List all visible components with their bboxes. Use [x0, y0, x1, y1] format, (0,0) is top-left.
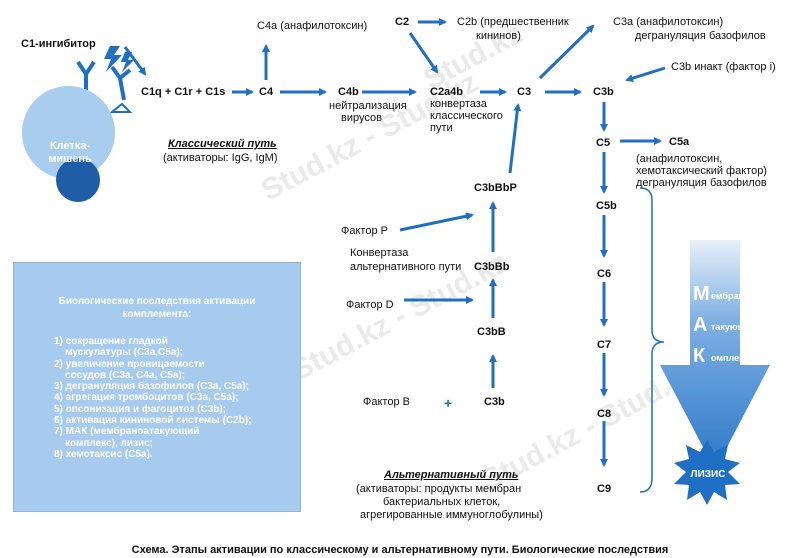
c6-label: C6 [597, 268, 612, 280]
c3a-label: C3a (анафилотоксин) [613, 16, 724, 28]
list-item: 2) увеличение проницаемости [54, 358, 205, 370]
mak-letter-a: А [693, 314, 708, 336]
c2b-label: C2b (предшественник [457, 16, 569, 28]
c5-label: C5 [596, 137, 611, 149]
alternative-path-title: Альтернативный путь [384, 469, 519, 481]
c2b-label-2: кининов) [476, 30, 521, 42]
consequences-list: 1) сокращение гладкой мускулатуры (C3a,C… [54, 336, 294, 460]
alternative-act-3: агрегированные иммуноглобулины) [360, 509, 543, 521]
cell-nucleus [56, 158, 100, 202]
mak-arrow [660, 240, 770, 470]
mak-letter-m: М [693, 283, 710, 305]
c3bb-label: C3bB [477, 326, 506, 338]
c3bbbp-label: C3bBbP [474, 182, 517, 194]
factor-d-label: Фактор D [346, 299, 394, 311]
c3a-note: дегрануляция базофилов [635, 30, 766, 42]
c1-inhibitor-label: C1-ингибитор [21, 38, 96, 50]
lysis-label: ЛИЗИС [690, 469, 726, 480]
c5a-label: C5a [669, 136, 690, 148]
c4-label: C4 [259, 86, 274, 98]
list-item: сосудов (C3a, C4a, C5a); [54, 369, 186, 381]
c8-label: C8 [597, 408, 612, 420]
list-item: мускулатуры (C3a,C5a); [54, 347, 184, 359]
lightning-icon [104, 46, 134, 72]
classical-activators: (активаторы: IgG, IgM) [163, 152, 278, 164]
c7-label: C7 [597, 339, 612, 351]
convertase-alt-1: Конвертаза [350, 247, 409, 259]
alternative-act-1: (активаторы: продукты мембран [356, 483, 522, 495]
c4a-label: C4a (анафилотоксин) [257, 20, 368, 32]
mak-brace [639, 187, 665, 493]
list-item: 3) дегрануляция базофилов (C3a, C5a); [54, 381, 250, 393]
c3b-label: C3b [593, 86, 614, 98]
factor-b-label: Фактор B [363, 396, 410, 408]
c2a4b-note-2: классического [430, 110, 503, 122]
arrow-c3bbbp-c3 [508, 103, 522, 174]
c5a-note-3: дегрануляция базофилов [636, 177, 767, 189]
mak-word-a: такующий [711, 322, 757, 332]
mak-word-m: ембрано [711, 291, 750, 301]
list-item: 5) опсонизация и фагоцитоз (C3b); [54, 403, 227, 415]
convertase-alt-2: альтернативного пути [350, 261, 462, 273]
c4b-note-2: вирусов [341, 112, 382, 124]
c5b-label: C5b [596, 200, 617, 212]
c3b-alt-label: C3b [484, 396, 505, 408]
lysis-burst [674, 440, 740, 505]
c3-label: C3 [517, 86, 532, 98]
classical-path-title: Классический путь [168, 138, 277, 150]
list-item: 7) МАК (мембраноатакующий [54, 426, 200, 438]
c2a4b-label: C2a4b [430, 86, 464, 98]
arrow-c2-c2a4b [408, 32, 439, 74]
c1-complex-label: C1q + C1r + C1s [141, 86, 226, 98]
list-item: 8) хемотаксис (C5a). [54, 448, 153, 460]
c5a-note-1: (анафилотоксин, [636, 153, 723, 165]
c5a-note-2: хемотаксический фактор) [636, 165, 767, 177]
list-item: 1) сокращение гладкой [54, 336, 168, 347]
mak-letter-k: К [693, 345, 706, 367]
c2-label: C2 [395, 16, 410, 28]
factor-p-label: Фактор P [341, 225, 388, 237]
figure-caption: Схема. Этапы активации по классическому … [131, 544, 669, 556]
mak-word-k: омплекс [711, 353, 749, 363]
arrow-c3-c3a [538, 24, 595, 80]
c3bbb-label: C3bBb [474, 261, 510, 273]
c2a4b-note-3: пути [430, 122, 453, 134]
list-item: 6) активация кининовой системы (C2b); [54, 415, 252, 427]
c3b-inact-label: C3b инакт (фактор i) [671, 61, 776, 73]
c4b-note-1: нейтрализация [329, 100, 407, 112]
c2a4b-note-1: конвертаза [430, 98, 487, 110]
list-item: 4) агрегация тромбоцитов (C3a, C5a); [54, 392, 239, 404]
c4b-label: C4b [338, 86, 359, 98]
alternative-act-2: бактериальных клеток, [383, 496, 501, 508]
c9-label: C9 [597, 483, 612, 495]
arrow-c3b-inact [625, 66, 666, 83]
arrow-inhibitor [123, 46, 147, 76]
arrow-factorp [399, 212, 474, 232]
plus-sign: + [444, 395, 453, 411]
cell-label: Клетка-мишень [48, 140, 92, 165]
list-item: комплекс), лизис; [54, 437, 154, 449]
